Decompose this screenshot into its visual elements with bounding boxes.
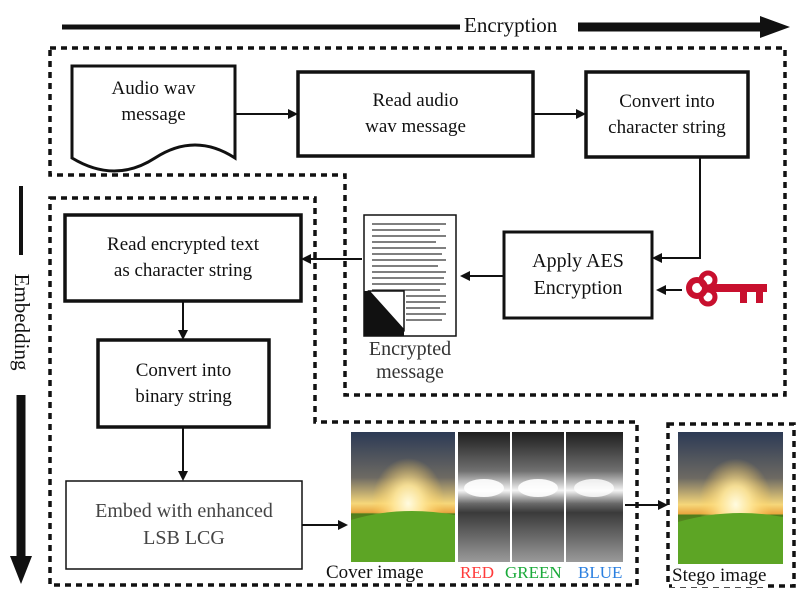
embed-lsb-label: Embed with enhanced LSB LCG xyxy=(95,500,273,549)
encryption-label: Encryption xyxy=(462,13,560,38)
document-icon xyxy=(363,214,457,337)
encryption-arrow xyxy=(62,16,790,38)
read-encrypted-box xyxy=(63,213,303,303)
stego-image xyxy=(678,432,783,564)
cover-image xyxy=(351,432,455,562)
convert-binary-box xyxy=(96,338,271,429)
convert-char-box xyxy=(584,70,750,159)
embed-lsb-box xyxy=(65,480,303,570)
green-label: GREEN xyxy=(505,563,562,582)
audio-message-shape xyxy=(70,64,237,173)
cover-image-label: Cover image xyxy=(326,562,424,583)
green-channel-image xyxy=(512,432,564,562)
embedding-arrow xyxy=(10,186,32,584)
encrypted-message-label: Encrypted message xyxy=(368,338,452,383)
convert-binary-label: Convert into binary string xyxy=(135,359,232,407)
audio-message-label: Audio wav message xyxy=(111,78,196,125)
stego-region xyxy=(666,422,796,588)
key-icon xyxy=(656,270,767,307)
encryption-region xyxy=(48,46,787,397)
blue-channel-image xyxy=(566,432,623,562)
embedding-label: Embedding xyxy=(9,257,35,388)
blue-label: BLUE xyxy=(578,563,623,582)
embedding-region xyxy=(48,196,639,587)
red-channel-image xyxy=(458,432,510,562)
read-audio-label: Read audio wav message xyxy=(365,90,466,137)
stego-image-label: Stego image xyxy=(672,565,767,587)
red-label: RED xyxy=(460,563,494,582)
connector-arrows xyxy=(178,109,701,530)
read-encrypted-label: Read encrypted text as character string xyxy=(107,234,259,281)
apply-aes-label: Apply AES Encryption xyxy=(532,250,624,299)
convert-char-label: Convert into character string xyxy=(608,90,726,138)
